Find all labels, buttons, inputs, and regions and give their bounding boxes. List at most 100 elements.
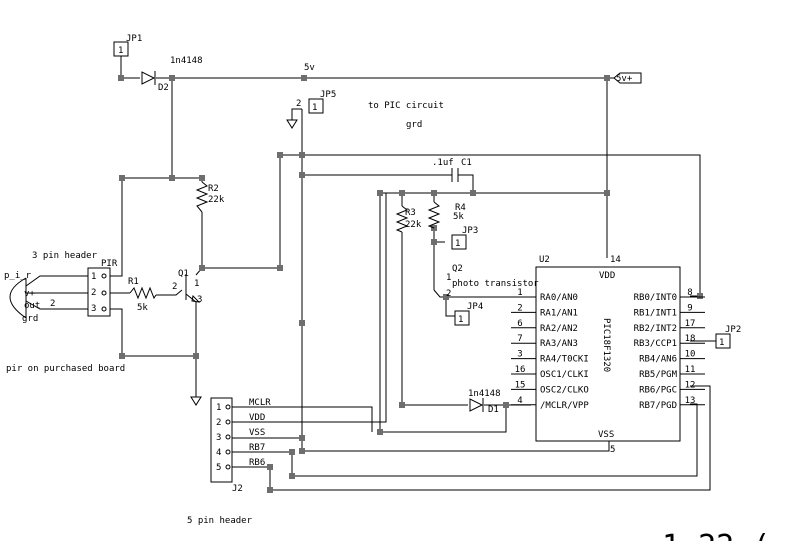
chip-pin-number: 9 (687, 303, 692, 313)
wire-jp1 (120, 56, 140, 79)
photo-transistor-label: photo transistor (452, 279, 539, 289)
r3-value: 22k (405, 220, 422, 230)
q1-pin2: 2 (172, 282, 177, 292)
vdd-pin-number: 14 (610, 255, 621, 265)
r4-resistor: R4 5k (427, 201, 466, 229)
jp4-box (454, 310, 470, 326)
chip-pin-number: 15 (515, 380, 526, 390)
wire-j2-vdd (232, 193, 387, 423)
wire-pir-out (110, 289, 183, 296)
chip-pin-name: RB3/CCP1 (634, 339, 677, 349)
j2-pin-name: MCLR (249, 398, 271, 408)
junction-dot (431, 239, 437, 245)
ground-symbol (286, 119, 298, 129)
r1-zigzag (129, 286, 157, 300)
wire-sensor (25, 275, 88, 310)
wire-top-bus (280, 154, 701, 297)
pir-pin-circle (101, 306, 107, 312)
pir-header: 3 pin header PIR 1 2 3 (32, 251, 118, 317)
jp3-box (451, 234, 467, 250)
chip-name: PIC18F1320 (601, 318, 611, 372)
wire-c1 (302, 174, 474, 193)
chip-pin-number: 8 (687, 288, 692, 298)
q1-emitter-arrow (191, 294, 201, 303)
j2-pin-circle (225, 464, 231, 470)
c1-capacitor: .1uf C1 (432, 158, 472, 182)
wire-pir-vcc (110, 178, 123, 277)
q1-pin3: 3 (197, 295, 202, 305)
q1-pin1: 1 (194, 279, 199, 289)
j2-box (210, 397, 233, 483)
u2-ref: U2 (539, 255, 550, 265)
pir-pin-circle (101, 290, 107, 296)
d2-body (141, 71, 156, 85)
chip-right-pins: 8RB0/INT09RB1/INT117RB2/INT218RB3/CCP110… (634, 288, 705, 411)
junction-dot (199, 175, 205, 181)
r3-resistor: R3 22k (395, 205, 422, 233)
r1-value: 5k (137, 303, 148, 313)
junction-dot (169, 75, 175, 81)
junction-dot (399, 190, 405, 196)
chip-pin-number: 10 (685, 350, 696, 360)
j2-pin-circle (225, 419, 231, 425)
junction-dot (118, 75, 124, 81)
wire-jp5 (291, 108, 303, 451)
jp2-label: JP2 (725, 325, 741, 335)
jp2-jumper: 1 JP2 (715, 325, 741, 349)
junction-dot (119, 353, 125, 359)
jp4-label: JP4 (467, 302, 483, 312)
d1-ref: D1 (488, 405, 499, 415)
junction-dot (377, 429, 383, 435)
chip-pin-name: OSC1/CLKI (540, 370, 589, 380)
jp2-box (715, 333, 731, 349)
junction-dot (299, 320, 305, 326)
wire-q1-out (202, 155, 281, 269)
junction-dot (604, 75, 610, 81)
d2-value: 1n4148 (170, 56, 203, 66)
chip-pin-number: 1 (517, 288, 522, 298)
jp3-jumper: 1 JP3 (451, 226, 478, 250)
jp1-pin: 1 (118, 46, 123, 56)
pir-purchased-note: pir on purchased board (6, 364, 125, 374)
j2-pin-number: 5 (216, 463, 221, 473)
pir-pin1: 1 (91, 272, 96, 282)
wire-vss (302, 441, 610, 452)
wire-q2-emitter (433, 289, 531, 298)
chip-pin-number: 4 (517, 396, 522, 406)
q1-transistor: Q1 1 2 3 (172, 269, 202, 406)
chip-pin-number: 12 (685, 380, 696, 390)
j2-pin-number: 1 (216, 403, 221, 413)
sensor-out-label: out (24, 301, 40, 311)
chip-body (535, 266, 681, 442)
wire-jp4 (445, 297, 455, 317)
jp2-pin: 1 (719, 338, 724, 348)
junction-dot (277, 265, 283, 271)
chip-pin-number: 13 (685, 396, 696, 406)
junction-dot (289, 449, 295, 455)
jp1-box (113, 41, 129, 57)
sensor-plus-label: v+ (24, 289, 35, 299)
chip-pin-number: 11 (685, 365, 696, 375)
port-5v-label: 5v+ (616, 74, 633, 84)
chip-pin-name: RB6/PGC (639, 385, 677, 395)
junction-dot (267, 487, 273, 493)
jp5-pin: 1 (312, 103, 317, 113)
j2-pin-circle (225, 434, 231, 440)
junction-dot (193, 353, 199, 359)
r1-resistor: R1 5k (128, 277, 157, 313)
jp1-jumper: 1 JP1 (113, 34, 142, 57)
grd-note: grd (406, 120, 422, 130)
sensor-dome (9, 277, 27, 319)
q2-pin1: 1 (446, 273, 451, 283)
partial-title: 1 22 (- (662, 529, 788, 541)
j2-pin-number: 3 (216, 433, 221, 443)
to-pic-note: to PIC circuit (368, 101, 444, 111)
chip-pin-name: RB1/INT1 (634, 308, 677, 318)
pir-pin2: 2 (91, 288, 96, 298)
junction-dot (267, 464, 273, 470)
chip-pin-name: RB5/PGM (639, 370, 678, 380)
j2-pin-number: 4 (216, 448, 221, 458)
junction-dot (299, 172, 305, 178)
